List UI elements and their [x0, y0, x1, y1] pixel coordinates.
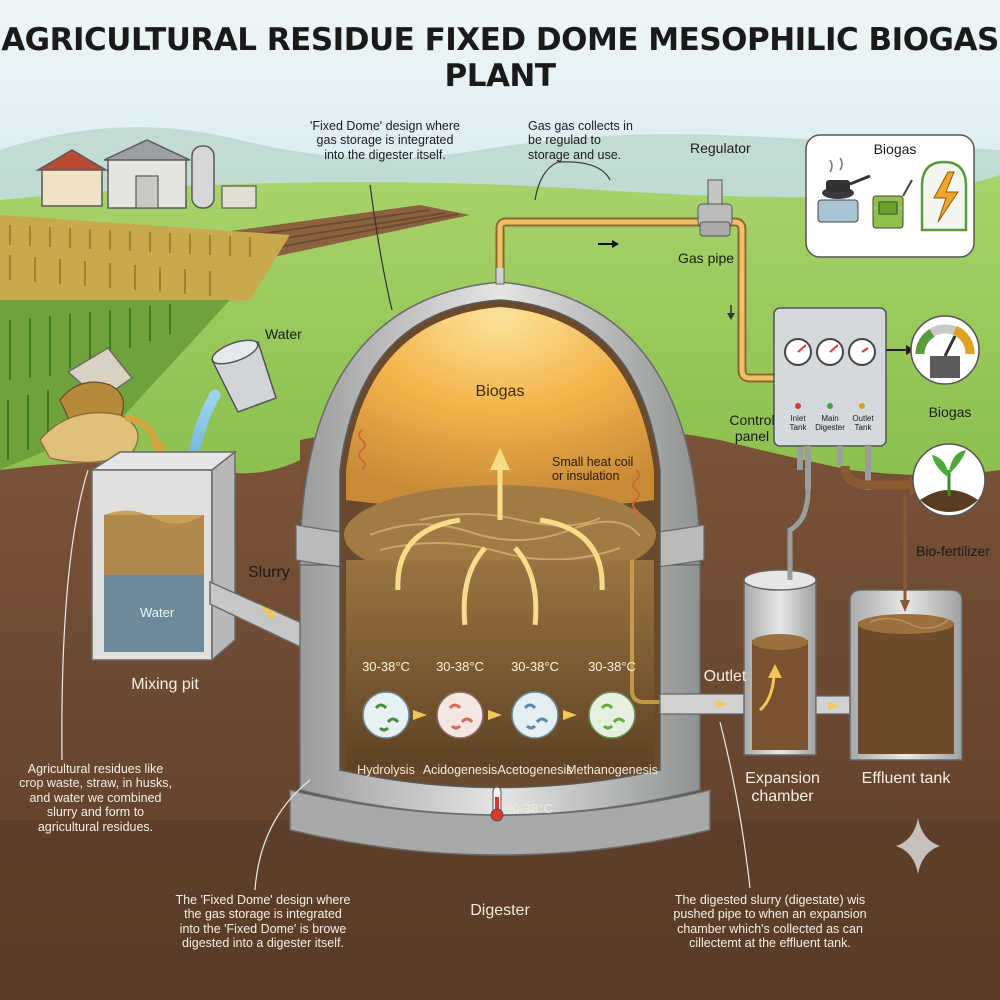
control-panel-label: Control panel — [722, 412, 782, 444]
gas-pipe-label: Gas pipe — [678, 250, 768, 266]
thermometer-icon — [491, 787, 503, 821]
stage-temp: 30-38°C — [495, 660, 575, 675]
slurry-label: Slurry — [248, 564, 308, 582]
annotation-digestate: The digested slurry (digestate) wis push… — [665, 893, 875, 951]
plant-sprout-icon — [913, 444, 985, 516]
gauge-main-label: Main Digester — [812, 414, 848, 432]
stage-temp: 30-38°C — [346, 660, 426, 675]
gauge-icon — [911, 316, 979, 384]
effluent-tank-label: Effluent tank — [846, 770, 966, 788]
biogas-uses-label: Biogas — [855, 141, 935, 157]
heat-coil-label: Small heat coil or insulation — [552, 455, 672, 484]
water-label-pit: Water — [140, 606, 200, 621]
annotation-gas-collects: Gas gas collects in be regulad to storag… — [528, 119, 668, 162]
bio-fertilizer-label: Bio-fertilizer — [908, 543, 998, 559]
digester-temp-label: 30-38°C — [505, 802, 585, 817]
expansion-chamber — [744, 570, 816, 755]
gauge-inlet-label: Inlet Tank — [784, 414, 812, 432]
outlet-label: Outlet — [690, 668, 760, 686]
mixing-pit-label: Mixing pit — [110, 676, 220, 694]
expansion-chamber-label: Expansion chamber — [735, 770, 830, 807]
annotation-dome-bottom: The 'Fixed Dome' design where the gas st… — [168, 893, 358, 951]
stage-temp: 30-38°C — [420, 660, 500, 675]
regulator-label: Regulator — [690, 140, 790, 156]
annotation-dome-top: 'Fixed Dome' design where gas storage is… — [300, 119, 470, 162]
electricity-icon — [922, 162, 966, 230]
water-label-top: Water — [265, 326, 325, 342]
biogas-right-label: Biogas — [915, 404, 985, 420]
biogas-dome-label: Biogas — [460, 383, 540, 401]
gauge-outlet-label: Outlet Tank — [848, 414, 878, 432]
digester-label: Digester — [455, 902, 545, 920]
annotation-residues: Agricultural residues like crop waste, s… — [8, 762, 183, 834]
stage-methanogenesis: Methanogenesis — [557, 763, 667, 777]
mixing-pit — [92, 452, 235, 660]
page-title: AGRICULTURAL RESIDUE FIXED DOME MESOPHIL… — [0, 22, 1000, 94]
stage-temp: 30-38°C — [572, 660, 652, 675]
